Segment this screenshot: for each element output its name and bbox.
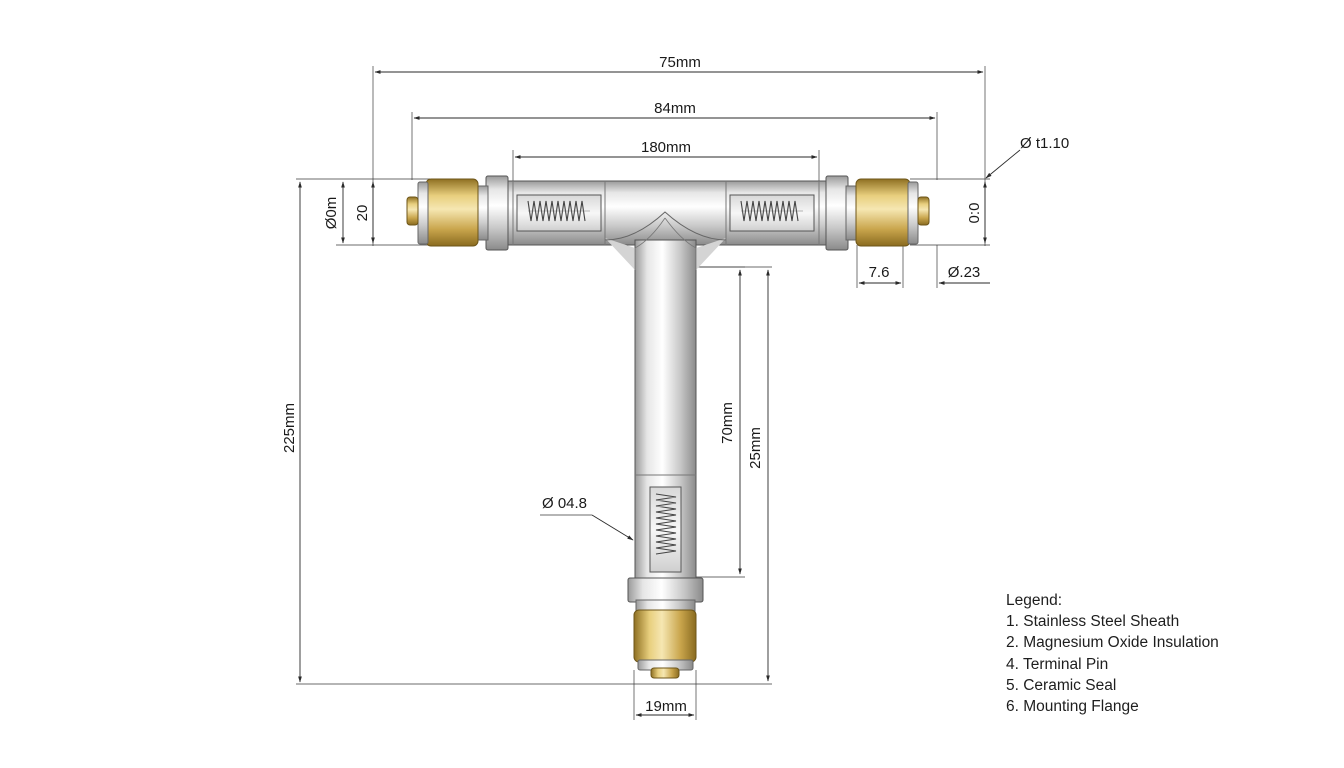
dim-overall-width: 75mm — [659, 54, 701, 71]
bottom-ceramic-seal — [633, 609, 697, 663]
left-mounting-flange — [485, 175, 509, 251]
right-heating-coil — [729, 194, 815, 232]
legend-item: 2. Magnesium Oxide Insulation — [1006, 634, 1219, 652]
dim-stem-length: 70mm — [719, 402, 736, 444]
dim-overall-height: 225mm — [281, 403, 298, 453]
left-ceramic-seal — [425, 178, 479, 247]
legend-item: 1. Stainless Steel Sheath — [1006, 613, 1180, 631]
dim-left-diameter: Ø0m — [323, 197, 340, 230]
left-terminal-pin — [406, 196, 419, 226]
right-terminal-pin — [917, 196, 930, 226]
legend-item: 4. Terminal Pin — [1006, 655, 1109, 673]
dim-right-height: 0:0 — [966, 203, 983, 224]
right-mounting-flange — [825, 175, 849, 251]
tee-junction — [605, 238, 726, 270]
dim-bottom-width: 19mm — [645, 698, 687, 715]
dim-stem-diameter: Ø 04.8 — [542, 495, 587, 512]
t-heater-body — [406, 175, 930, 679]
right-ceramic-seal — [855, 178, 911, 247]
bottom-terminal-pin — [650, 667, 680, 679]
legend: Legend: 1. Stainless Steel Sheath 2. Mag… — [1006, 590, 1219, 717]
dim-right-seal-width: 7.6 — [869, 264, 890, 281]
dimension-lines — [296, 66, 1021, 720]
dim-right-seal-diameter: Ø.23 — [948, 264, 981, 281]
dimension-labels: 75mm 84mm 180mm Ø t1.10 Ø0m 20 0:0 7.6 Ø… — [281, 54, 1069, 715]
bottom-mounting-flange — [627, 577, 704, 603]
dim-end-diameter: Ø t1.10 — [1020, 135, 1069, 152]
legend-title: Legend: — [1006, 592, 1063, 609]
dim-inner-width: 84mm — [654, 100, 696, 117]
dim-stem-total: 25mm — [747, 427, 764, 469]
legend-item: 6. Mounting Flange — [1006, 698, 1139, 716]
left-heating-coil — [516, 194, 602, 232]
legend-item: 5. Ceramic Seal — [1006, 676, 1117, 694]
dim-center-width: 180mm — [641, 139, 691, 156]
bottom-heating-coil — [649, 486, 682, 573]
dim-left-height: 20 — [354, 205, 371, 222]
